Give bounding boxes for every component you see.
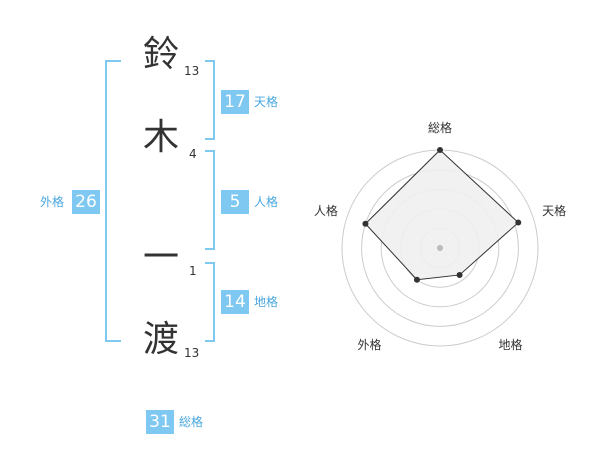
gaikaku-bracket [105, 60, 121, 342]
gaikaku-badge: 26 [72, 190, 100, 214]
radar-point-1 [437, 147, 443, 153]
radar-point-4 [413, 276, 420, 283]
tenkaku-bracket [205, 60, 215, 140]
chikaku-label: 地格 [254, 295, 279, 309]
radar-axis-label-5: 人格 [314, 203, 338, 218]
name-char-1: 鈴 [142, 34, 179, 75]
radar-axis-label-3: 地格 [499, 337, 523, 352]
stroke-count-3: 1 [189, 264, 197, 278]
soukaku-label: 総格 [179, 415, 204, 429]
chikaku-bracket [205, 262, 215, 342]
radar-axis-label-2: 天格 [542, 203, 566, 218]
radar-point-2 [515, 219, 522, 226]
name-char-2: 木 [142, 117, 179, 158]
name-char-4: 渡 [142, 319, 179, 360]
radar-axis-label-1: 総格 [428, 120, 452, 135]
stroke-count-4: 13 [184, 346, 200, 360]
radar-point-5 [362, 220, 369, 227]
tenkaku-label: 天格 [254, 95, 279, 109]
radar-series-area [364, 149, 520, 281]
radar-axis-label-4: 外格 [357, 337, 381, 352]
chikaku-badge: 14 [221, 290, 249, 314]
radar-center-dot [437, 245, 443, 251]
soukaku-badge: 31 [146, 410, 174, 434]
radar-point-3 [456, 271, 463, 278]
tenkaku-badge: 17 [221, 90, 249, 114]
jinkaku-label: 人格 [254, 195, 279, 209]
gaikaku-label: 外格 [40, 195, 65, 209]
jinkaku-badge: 5 [221, 190, 249, 214]
stroke-count-1: 13 [184, 64, 200, 78]
name-char-3: 一 [142, 237, 179, 278]
stroke-count-2: 4 [189, 147, 197, 161]
jinkaku-bracket [205, 150, 215, 250]
